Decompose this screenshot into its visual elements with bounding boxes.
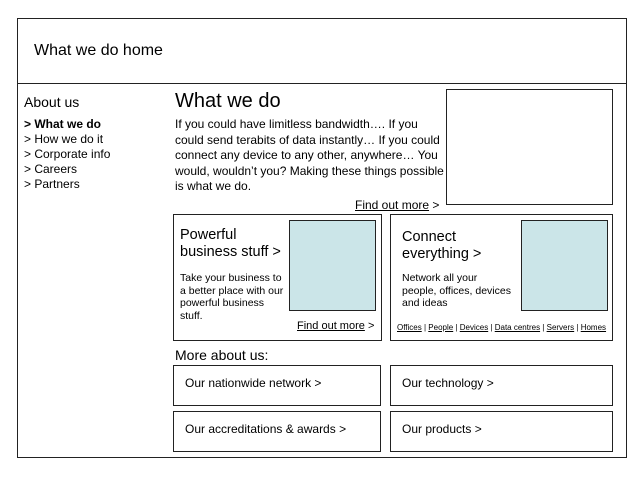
card-connect-links: Offices | People | Devices | Data centre… [397,323,607,332]
sidebar-item-careers[interactable]: > Careers [24,162,78,176]
more-link-accreditations[interactable]: Our accreditations & awards > [173,411,381,452]
find-out-more-link-text[interactable]: Find out more [355,198,430,212]
link-offices[interactable]: Offices [397,323,422,332]
card-business [173,214,382,341]
page-title: What we do [175,90,281,112]
link-devices[interactable]: Devices [459,323,489,332]
link-data-centres[interactable]: Data centres [494,323,541,332]
more-link-products[interactable]: Our products > [390,411,613,452]
card-connect-image [521,220,608,311]
card-connect [390,214,613,341]
sidebar-item-what-we-do[interactable]: > What we do [24,117,102,131]
page-frame [17,18,627,458]
sidebar-item-how-we-do-it[interactable]: > How we do it [24,132,104,146]
card-connect-description: Network all your people, offices, device… [402,272,511,309]
intro-text: If you could have limitless bandwidth…. … [175,117,444,193]
card-business-image [289,220,376,311]
sidebar-heading[interactable]: About us [24,94,80,110]
card-business-arrow: > [367,320,375,332]
card-business-find-out-more[interactable]: Find out more > [297,320,374,332]
sidebar-nav: > What we do > How we do it > Corporate … [24,117,110,192]
find-out-more-arrow: > [432,198,440,212]
sidebar-item-partners[interactable]: > Partners [24,177,80,191]
card-business-find-out-more-text[interactable]: Find out more [297,320,365,332]
card-business-description: Take your business to a better place wit… [180,272,284,322]
sidebar-item-corporate-info[interactable]: > Corporate info [24,147,111,161]
more-link-network[interactable]: Our nationwide network > [173,365,381,406]
link-homes[interactable]: Homes [580,323,607,332]
find-out-more-link[interactable]: Find out more > [355,198,439,212]
more-about-us-heading: More about us: [175,347,269,363]
header-divider [17,83,627,84]
card-connect-title[interactable]: Connect everything > [402,229,482,262]
card-business-title[interactable]: Powerful business stuff > [180,227,281,260]
link-people[interactable]: People [428,323,454,332]
site-header-title[interactable]: What we do home [34,42,163,59]
more-link-technology[interactable]: Our technology > [390,365,613,406]
hero-image-placeholder [446,89,613,205]
link-servers[interactable]: Servers [546,323,575,332]
